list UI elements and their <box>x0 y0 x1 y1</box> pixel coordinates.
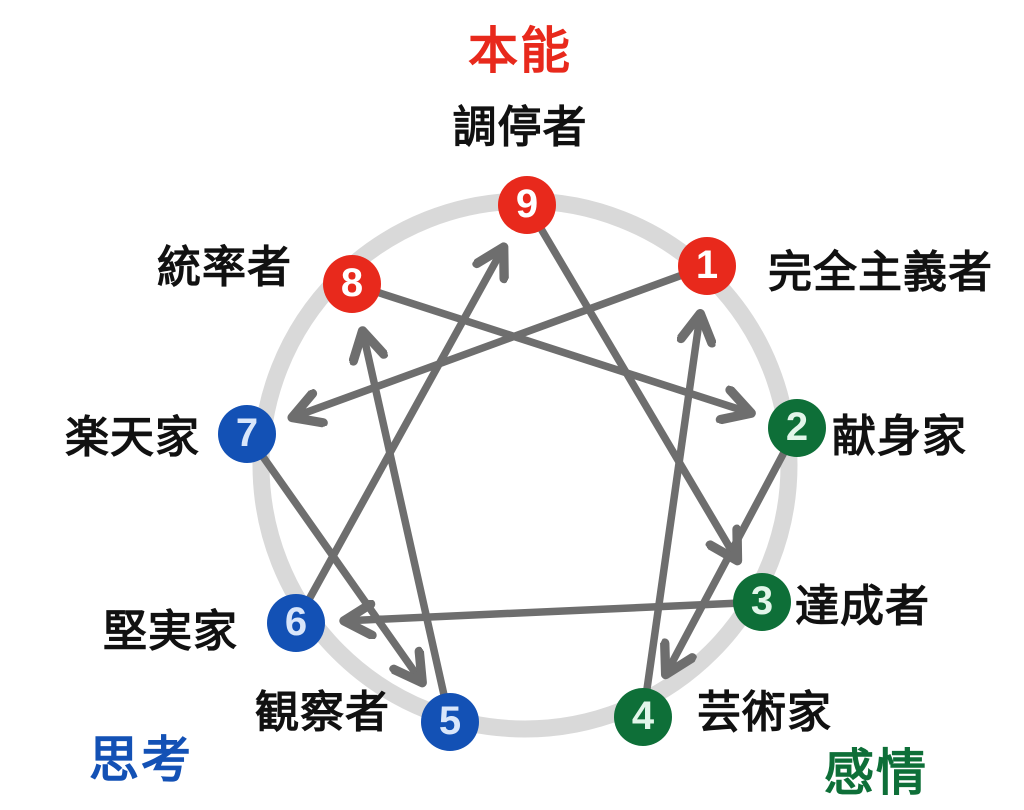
node-9: 9 <box>498 176 556 234</box>
node-7: 7 <box>218 405 276 463</box>
node-3: 3 <box>733 573 791 631</box>
type-name-2: 献身家 <box>832 412 967 461</box>
arrow-9-to-3 <box>535 223 735 558</box>
node-8-number: 8 <box>340 261 364 305</box>
arrow-1-to-7 <box>296 270 686 416</box>
arrow-6-to-9 <box>304 251 502 604</box>
node-1: 1 <box>678 237 736 295</box>
type-name-3: 達成者 <box>795 582 930 631</box>
arrow-lines <box>257 223 790 700</box>
node-2: 2 <box>768 399 826 457</box>
node-1-number: 1 <box>695 243 719 287</box>
node-7-number: 7 <box>235 411 259 455</box>
node-3-number: 3 <box>750 579 774 623</box>
type-name-5: 観察者 <box>255 688 390 737</box>
node-4-number: 4 <box>631 694 655 738</box>
type-name-6: 堅実家 <box>103 607 238 656</box>
arrow-5-to-8 <box>363 335 449 700</box>
arrow-7-to-5 <box>257 451 420 680</box>
triad-label-instinct: 本能 <box>468 23 572 79</box>
node-4: 4 <box>614 688 672 746</box>
type-name-7: 楽天家 <box>65 413 200 462</box>
type-name-8: 統率者 <box>157 243 292 292</box>
type-name-9: 調停者 <box>452 103 588 152</box>
node-2-number: 2 <box>785 405 809 449</box>
node-6-number: 6 <box>284 600 308 644</box>
type-name-1: 完全主義者 <box>768 248 993 297</box>
triad-label-feeling: 感情 <box>824 745 928 801</box>
node-5-number: 5 <box>438 699 462 743</box>
arrow-3-to-6 <box>348 599 739 621</box>
type-name-4: 芸術家 <box>697 688 832 737</box>
arrow-4-to-1 <box>642 318 699 694</box>
node-5: 5 <box>421 693 479 751</box>
triad-label-thinking: 思考 <box>89 732 193 788</box>
node-6: 6 <box>267 594 325 652</box>
node-8: 8 <box>323 255 381 313</box>
node-9-number: 9 <box>515 182 539 226</box>
